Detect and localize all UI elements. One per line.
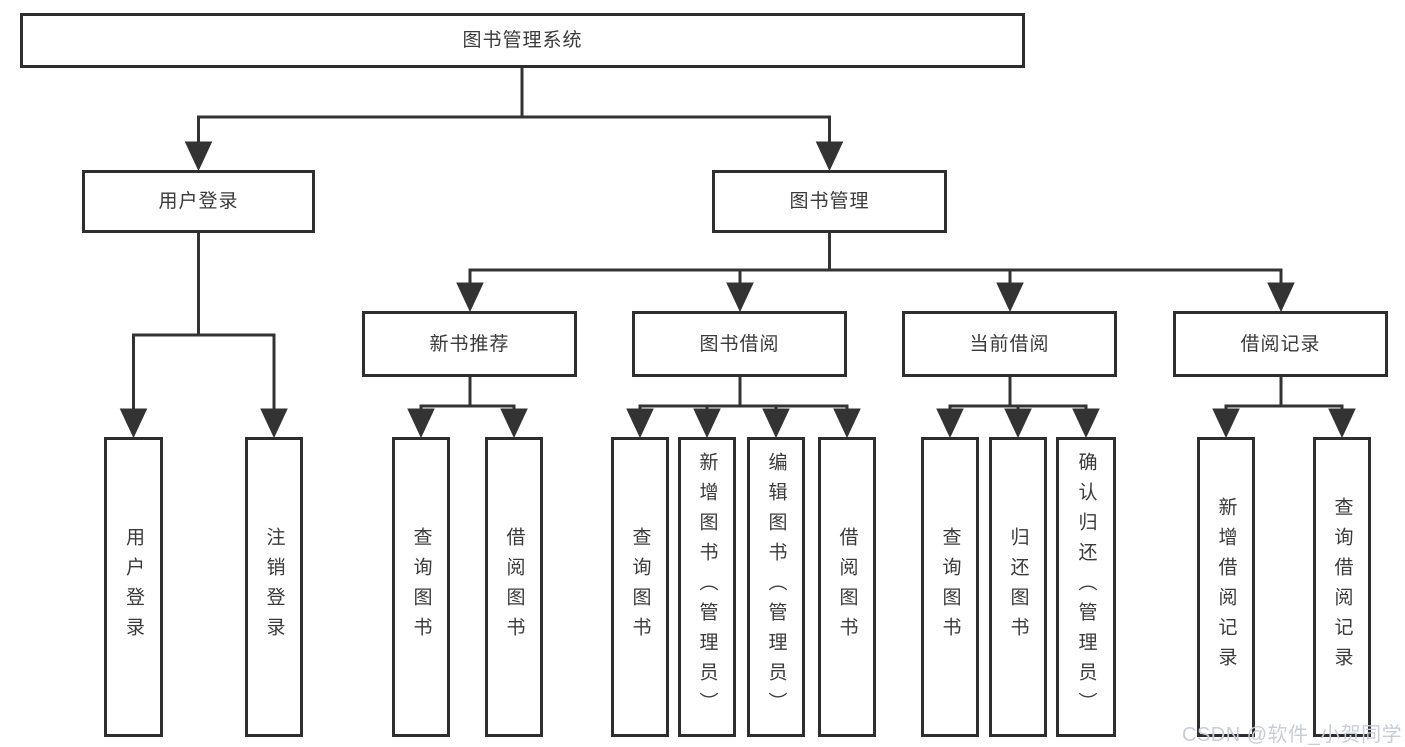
node-borrowing-records: 借阅记录 [1173,311,1388,377]
leaf-query-books-borrow: 查询图书 [611,437,669,737]
leaf-add-book-admin: 新增图书（管理员） [678,437,736,737]
leaf-add-borrow-record: 新增借阅记录 [1197,437,1255,737]
leaf-edit-book-admin: 编辑图书（管理员） [747,437,805,737]
leaf-logout: 注销登录 [245,437,303,737]
node-current-borrowing: 当前借阅 [902,311,1117,377]
node-library-management-system: 图书管理系统 [20,13,1025,68]
leaf-user-login: 用户登录 [104,437,163,737]
csdn-watermark: CSDN @软件_小贺同学 [1182,724,1403,746]
leaf-query-books-recommend: 查询图书 [392,437,450,737]
leaf-query-borrow-record: 查询借阅记录 [1313,437,1371,737]
leaf-query-books-current: 查询图书 [921,437,979,737]
node-book-borrowing: 图书借阅 [632,311,847,377]
leaf-borrow-books: 借阅图书 [818,437,876,737]
leaf-borrow-books-recommend: 借阅图书 [485,437,543,737]
node-user-login: 用户登录 [82,170,315,233]
leaf-confirm-return-admin: 确认归还（管理员） [1056,437,1116,737]
node-new-book-recommendation: 新书推荐 [362,311,577,377]
leaf-return-book: 归还图书 [989,437,1047,737]
node-book-management: 图书管理 [712,170,947,233]
